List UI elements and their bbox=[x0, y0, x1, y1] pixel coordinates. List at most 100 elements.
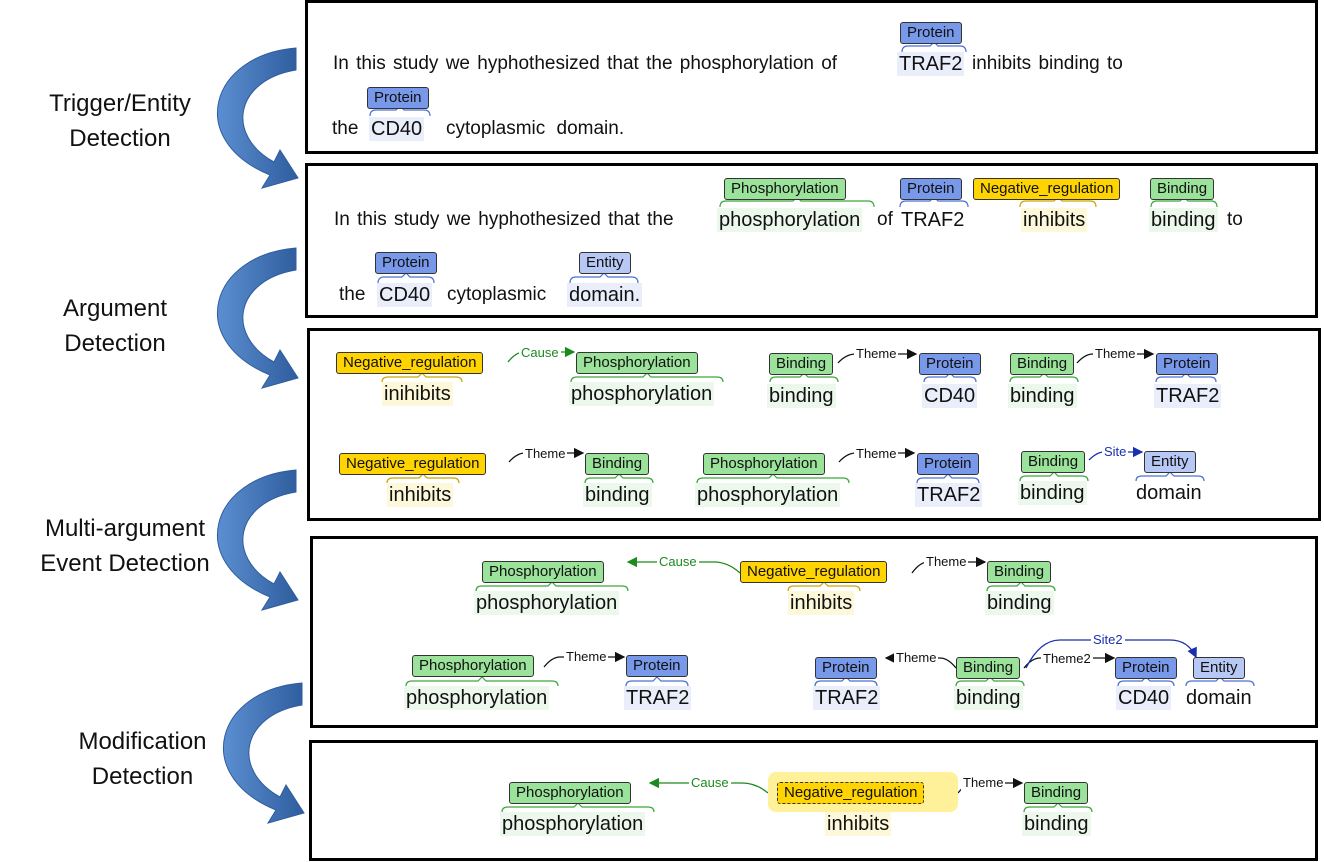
sentence-line-1: In this study we hyphothesized that the … bbox=[333, 52, 837, 76]
entity-traf2: TRAF2 bbox=[624, 686, 692, 710]
entity-traf2: TRAF2 bbox=[915, 483, 983, 507]
stage-text: Multi-argument Event Detection bbox=[40, 515, 210, 577]
relation-theme: Theme bbox=[894, 650, 939, 666]
label-binding: Binding bbox=[1010, 353, 1075, 375]
trigger-inhibits: inhibits bbox=[788, 591, 855, 615]
word-to: to bbox=[1227, 209, 1243, 230]
trigger-inhibits: inhibits bbox=[1021, 208, 1088, 232]
stage-text: Argument Detection bbox=[62, 295, 168, 357]
word: cytoplasmic bbox=[446, 118, 546, 139]
stage-text: Trigger/Entity Detection bbox=[49, 90, 191, 152]
sentence-line-2-tail: cytoplasmic domain. bbox=[446, 117, 624, 141]
curved-arrow-icon bbox=[217, 469, 299, 611]
entity-domain: domain bbox=[1186, 687, 1252, 709]
label-phosphorylation: Phosphorylation bbox=[576, 352, 698, 374]
label-negative-regulation: Negative_regulation bbox=[740, 561, 888, 583]
label-protein: Protein bbox=[1156, 353, 1218, 375]
word: to bbox=[1107, 53, 1123, 74]
word: the bbox=[646, 53, 673, 74]
word: phosphorylation bbox=[679, 53, 814, 74]
trigger-binding: binding bbox=[583, 483, 652, 507]
trigger-binding: binding bbox=[1022, 812, 1091, 836]
relation-cause: Cause bbox=[519, 345, 561, 361]
trigger-phosphorylation: phosphorylation bbox=[474, 591, 620, 615]
relation-site: Site bbox=[1102, 444, 1129, 460]
trigger-phosphorylation: phosphorylation bbox=[717, 208, 863, 232]
entity-cd40: CD40 bbox=[922, 384, 978, 408]
relation-theme: Theme bbox=[854, 346, 899, 362]
entity-cd40: CD40 bbox=[369, 117, 425, 141]
label-binding: Binding bbox=[585, 453, 650, 475]
trigger-phosphorylation: phosphorylation bbox=[695, 483, 841, 507]
sentence-line-1-tail: inhibits binding to bbox=[972, 52, 1123, 76]
curved-arrow-icon bbox=[217, 247, 299, 389]
label-protein: Protein bbox=[367, 87, 429, 109]
trigger-binding: binding bbox=[985, 591, 1054, 615]
label-negative-regulation: Negative_regulation bbox=[339, 453, 487, 475]
word-cytoplasmic: cytoplasmic bbox=[447, 284, 547, 305]
label-phosphorylation: Phosphorylation bbox=[703, 453, 825, 475]
stage-label-modification: Modification Detection bbox=[40, 724, 245, 794]
word: this bbox=[356, 53, 386, 74]
relation-theme: Theme bbox=[1093, 346, 1138, 362]
word: we bbox=[446, 209, 471, 230]
label-phosphorylation: Phosphorylation bbox=[482, 561, 604, 583]
word: inhibits bbox=[972, 53, 1032, 74]
label-binding: Binding bbox=[1024, 782, 1089, 804]
label-negative-regulation: Negative_regulation bbox=[973, 178, 1121, 200]
word: In bbox=[334, 209, 350, 230]
label-protein: Protein bbox=[919, 353, 981, 375]
curved-arrow-icon bbox=[223, 682, 305, 824]
entity-cd40: CD40 bbox=[377, 283, 433, 307]
word: hyphothesized bbox=[478, 209, 601, 230]
entity-traf2: TRAF2 bbox=[813, 686, 881, 710]
entity-domain: domain bbox=[1136, 482, 1202, 504]
label-negative-regulation-negated: Negative_regulation bbox=[777, 782, 925, 804]
word: hyphothesized bbox=[477, 53, 600, 74]
label-entity: Entity bbox=[1144, 451, 1196, 473]
relation-site2: Site2 bbox=[1091, 632, 1125, 648]
sentence-line-1: In this study we hyphothesized that the bbox=[334, 208, 674, 232]
relation-cause: Cause bbox=[657, 554, 699, 570]
entity-traf2: TRAF2 bbox=[897, 52, 965, 76]
trigger-binding: binding bbox=[1149, 208, 1218, 232]
stage-label-argument: Argument Detection bbox=[25, 291, 205, 361]
entity-traf2: TRAF2 bbox=[1154, 384, 1222, 408]
relation-theme: Theme bbox=[961, 775, 1006, 791]
label-negative-regulation: Negative_regulation bbox=[336, 352, 484, 374]
trigger-inihibits: inihibits bbox=[382, 382, 453, 406]
word: In bbox=[333, 53, 349, 74]
word: domain. bbox=[556, 118, 625, 139]
relation-theme: Theme bbox=[523, 446, 568, 462]
trigger-phosphorylation: phosphorylation bbox=[569, 382, 715, 406]
panel-trigger-entity bbox=[305, 0, 1318, 154]
word: the bbox=[647, 209, 674, 230]
label-binding: Binding bbox=[769, 353, 834, 375]
trigger-binding: binding bbox=[1008, 384, 1077, 408]
word: binding bbox=[1038, 53, 1100, 74]
relation-theme: Theme bbox=[854, 446, 899, 462]
trigger-inhibits: inhibits bbox=[387, 483, 454, 507]
label-entity: Entity bbox=[1193, 657, 1245, 679]
label-protein: Protein bbox=[375, 252, 437, 274]
stage-label-multi-argument: Multi-argument Event Detection bbox=[20, 511, 230, 581]
label-protein: Protein bbox=[900, 22, 962, 44]
trigger-phosphorylation: phosphorylation bbox=[500, 812, 646, 836]
label-protein: Protein bbox=[917, 453, 979, 475]
label-phosphorylation: Phosphorylation bbox=[724, 178, 846, 200]
word-of: of bbox=[877, 209, 893, 230]
label-binding: Binding bbox=[987, 561, 1052, 583]
trigger-binding: binding bbox=[954, 686, 1023, 710]
word: we bbox=[445, 53, 470, 74]
trigger-phosphorylation: phosphorylation bbox=[404, 686, 550, 710]
label-protein: Protein bbox=[626, 655, 688, 677]
entity-traf2: TRAF2 bbox=[901, 209, 965, 231]
relation-theme: Theme bbox=[564, 649, 609, 665]
relation-theme: Theme bbox=[924, 554, 969, 570]
entity-cd40: CD40 bbox=[1116, 686, 1172, 710]
label-protein: Protein bbox=[1115, 657, 1177, 679]
label-binding: Binding bbox=[956, 657, 1021, 679]
word: this bbox=[357, 209, 387, 230]
label-phosphorylation: Phosphorylation bbox=[412, 655, 534, 677]
